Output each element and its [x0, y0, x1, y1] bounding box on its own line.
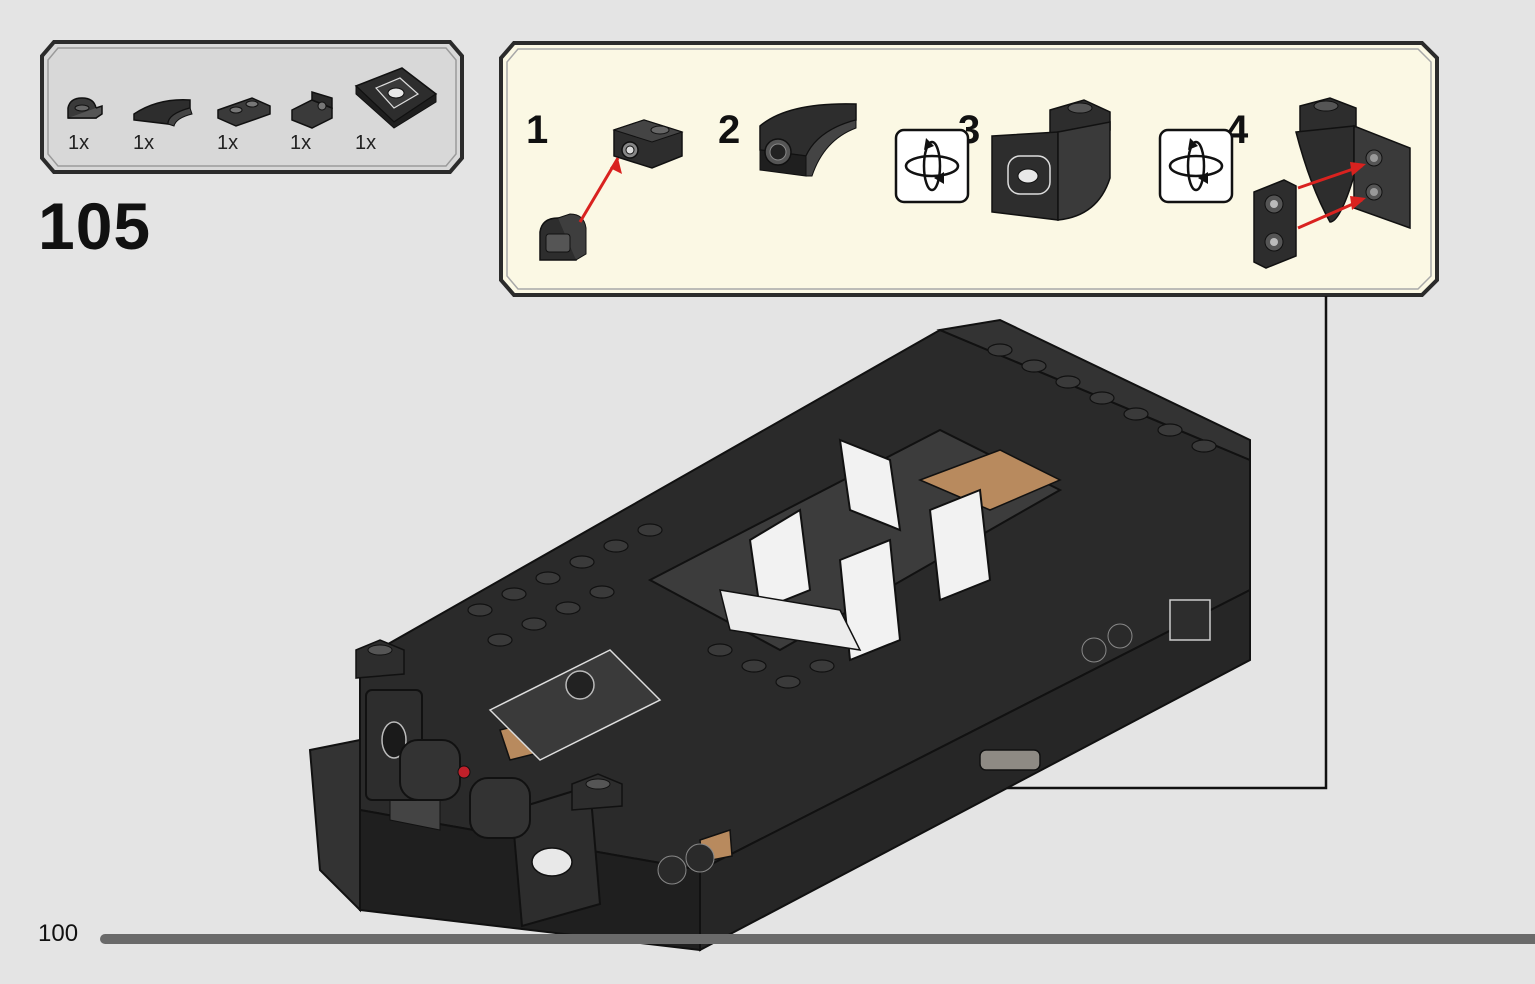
step-number: 105: [38, 189, 152, 263]
part-qty: 1x: [290, 132, 312, 154]
part-qty: 1x: [217, 132, 239, 154]
tile-printed-icon: [354, 67, 438, 129]
substep-number: 1: [526, 108, 549, 152]
model-illustration: [308, 318, 1251, 952]
substep-3-illustration: [991, 99, 1111, 221]
page-number: 100: [38, 920, 79, 947]
page-progress-bar: [100, 934, 1535, 944]
substep-1-illustration: [539, 119, 684, 261]
studs: [467, 343, 1217, 689]
substep-2-illustration: [759, 103, 857, 177]
substep-number: 2: [718, 108, 741, 152]
curved-slope-icon: [133, 99, 193, 127]
part-qty: 1x: [133, 132, 155, 154]
rotate-icon: [894, 128, 970, 204]
part-qty: 1x: [355, 132, 377, 154]
slope-curved-brick-icon: [67, 97, 103, 119]
part-qty: 1x: [68, 132, 90, 154]
bracket-plate-icon: [291, 90, 333, 129]
seats: [718, 438, 992, 662]
engine-cylinders: [399, 739, 531, 839]
rotate-icon: [1158, 128, 1234, 204]
substep-4-illustration: [1253, 97, 1411, 269]
subassembly-callout: 1 2 3 4: [498, 40, 1440, 298]
round-plate-icon: [217, 97, 271, 127]
